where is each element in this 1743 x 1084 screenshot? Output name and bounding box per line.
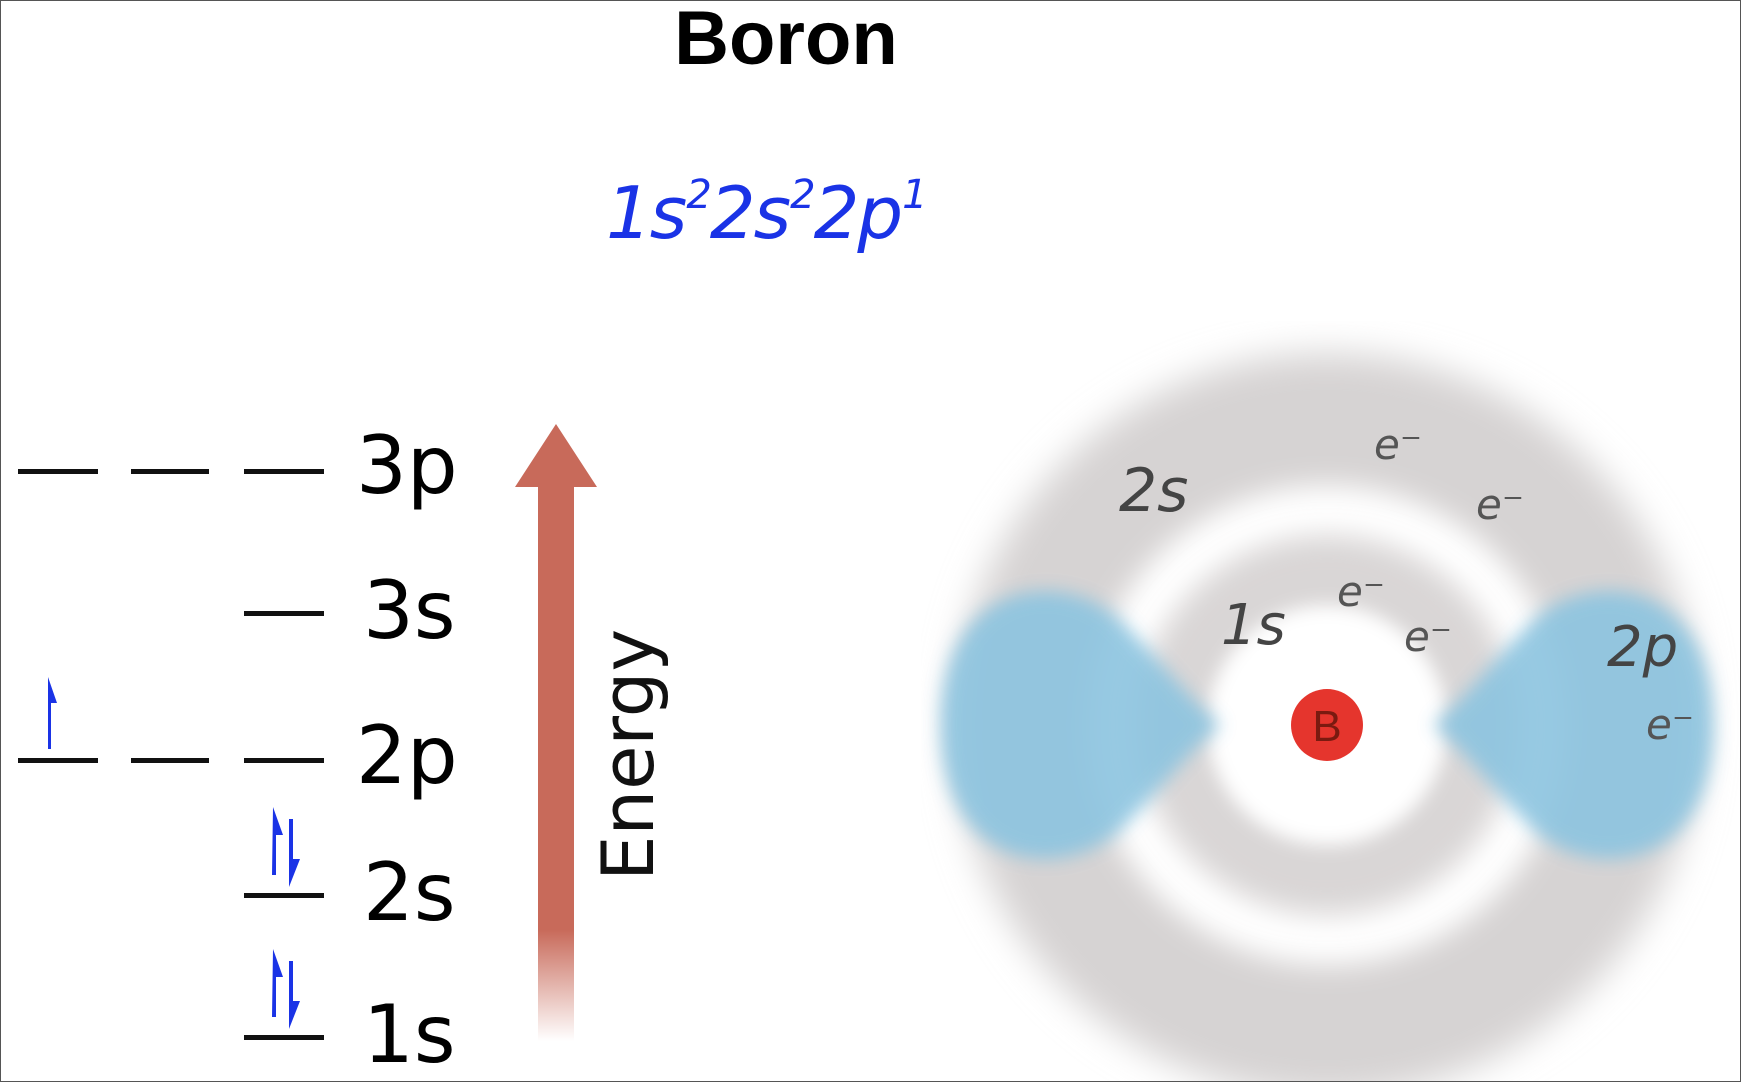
config-count-2p: 1 xyxy=(902,172,927,218)
energy-axis-label: Energy xyxy=(586,628,670,881)
shell-label-2s: 2s xyxy=(1119,456,1188,526)
config-orbital-2s: 2s xyxy=(709,171,791,255)
level-label-3s: 3s xyxy=(363,564,456,657)
level-2s-box-1 xyxy=(244,893,324,898)
p-orbital-lobe-right xyxy=(1433,591,1713,859)
level-label-2p: 2p xyxy=(356,709,458,802)
level-label-3p: 3p xyxy=(356,419,458,512)
electron-label: e⁻ xyxy=(1476,480,1524,529)
level-3p-box-2 xyxy=(131,469,209,474)
nucleus-label: B xyxy=(1312,702,1341,751)
level-3p-box-1 xyxy=(18,469,98,474)
nucleus xyxy=(1291,689,1363,761)
atom-orbital-illustration: B 2s 1s 2p e⁻ e⁻ e⁻ e⁻ e⁻ xyxy=(941,353,1713,1081)
level-2p-box-2 xyxy=(131,758,209,763)
electron-label: e⁻ xyxy=(1646,700,1694,749)
element-title: Boron xyxy=(674,0,898,81)
config-orbital-2p: 2p xyxy=(813,171,904,255)
level-2p-box-3 xyxy=(244,758,324,763)
config-count-2s: 2 xyxy=(790,172,815,218)
electron-label: e⁻ xyxy=(1374,420,1422,469)
spin-pair-arrow-icon xyxy=(272,807,300,887)
config-orbital-1s: 1s xyxy=(606,171,687,255)
p-orbital-lobe-left xyxy=(941,591,1221,859)
level-2p-box-1 xyxy=(18,758,98,763)
level-3s-box-1 xyxy=(244,611,324,616)
electron-label: e⁻ xyxy=(1337,567,1385,616)
level-3p-box-3 xyxy=(244,469,324,474)
spin-up-arrow-icon xyxy=(48,677,57,749)
config-count-1s: 2 xyxy=(686,172,711,218)
level-label-2s: 2s xyxy=(363,846,456,939)
level-label-1s: 1s xyxy=(363,988,456,1081)
energy-arrow-icon xyxy=(515,424,597,1041)
shell-label-2p: 2p xyxy=(1607,615,1678,680)
electron-configuration: 1s22s22p1 xyxy=(606,171,928,255)
electron-label: e⁻ xyxy=(1404,612,1452,661)
shell-label-1s: 1s xyxy=(1221,593,1286,658)
level-1s-box-1 xyxy=(244,1035,324,1040)
spin-pair-arrow-icon xyxy=(272,949,300,1029)
